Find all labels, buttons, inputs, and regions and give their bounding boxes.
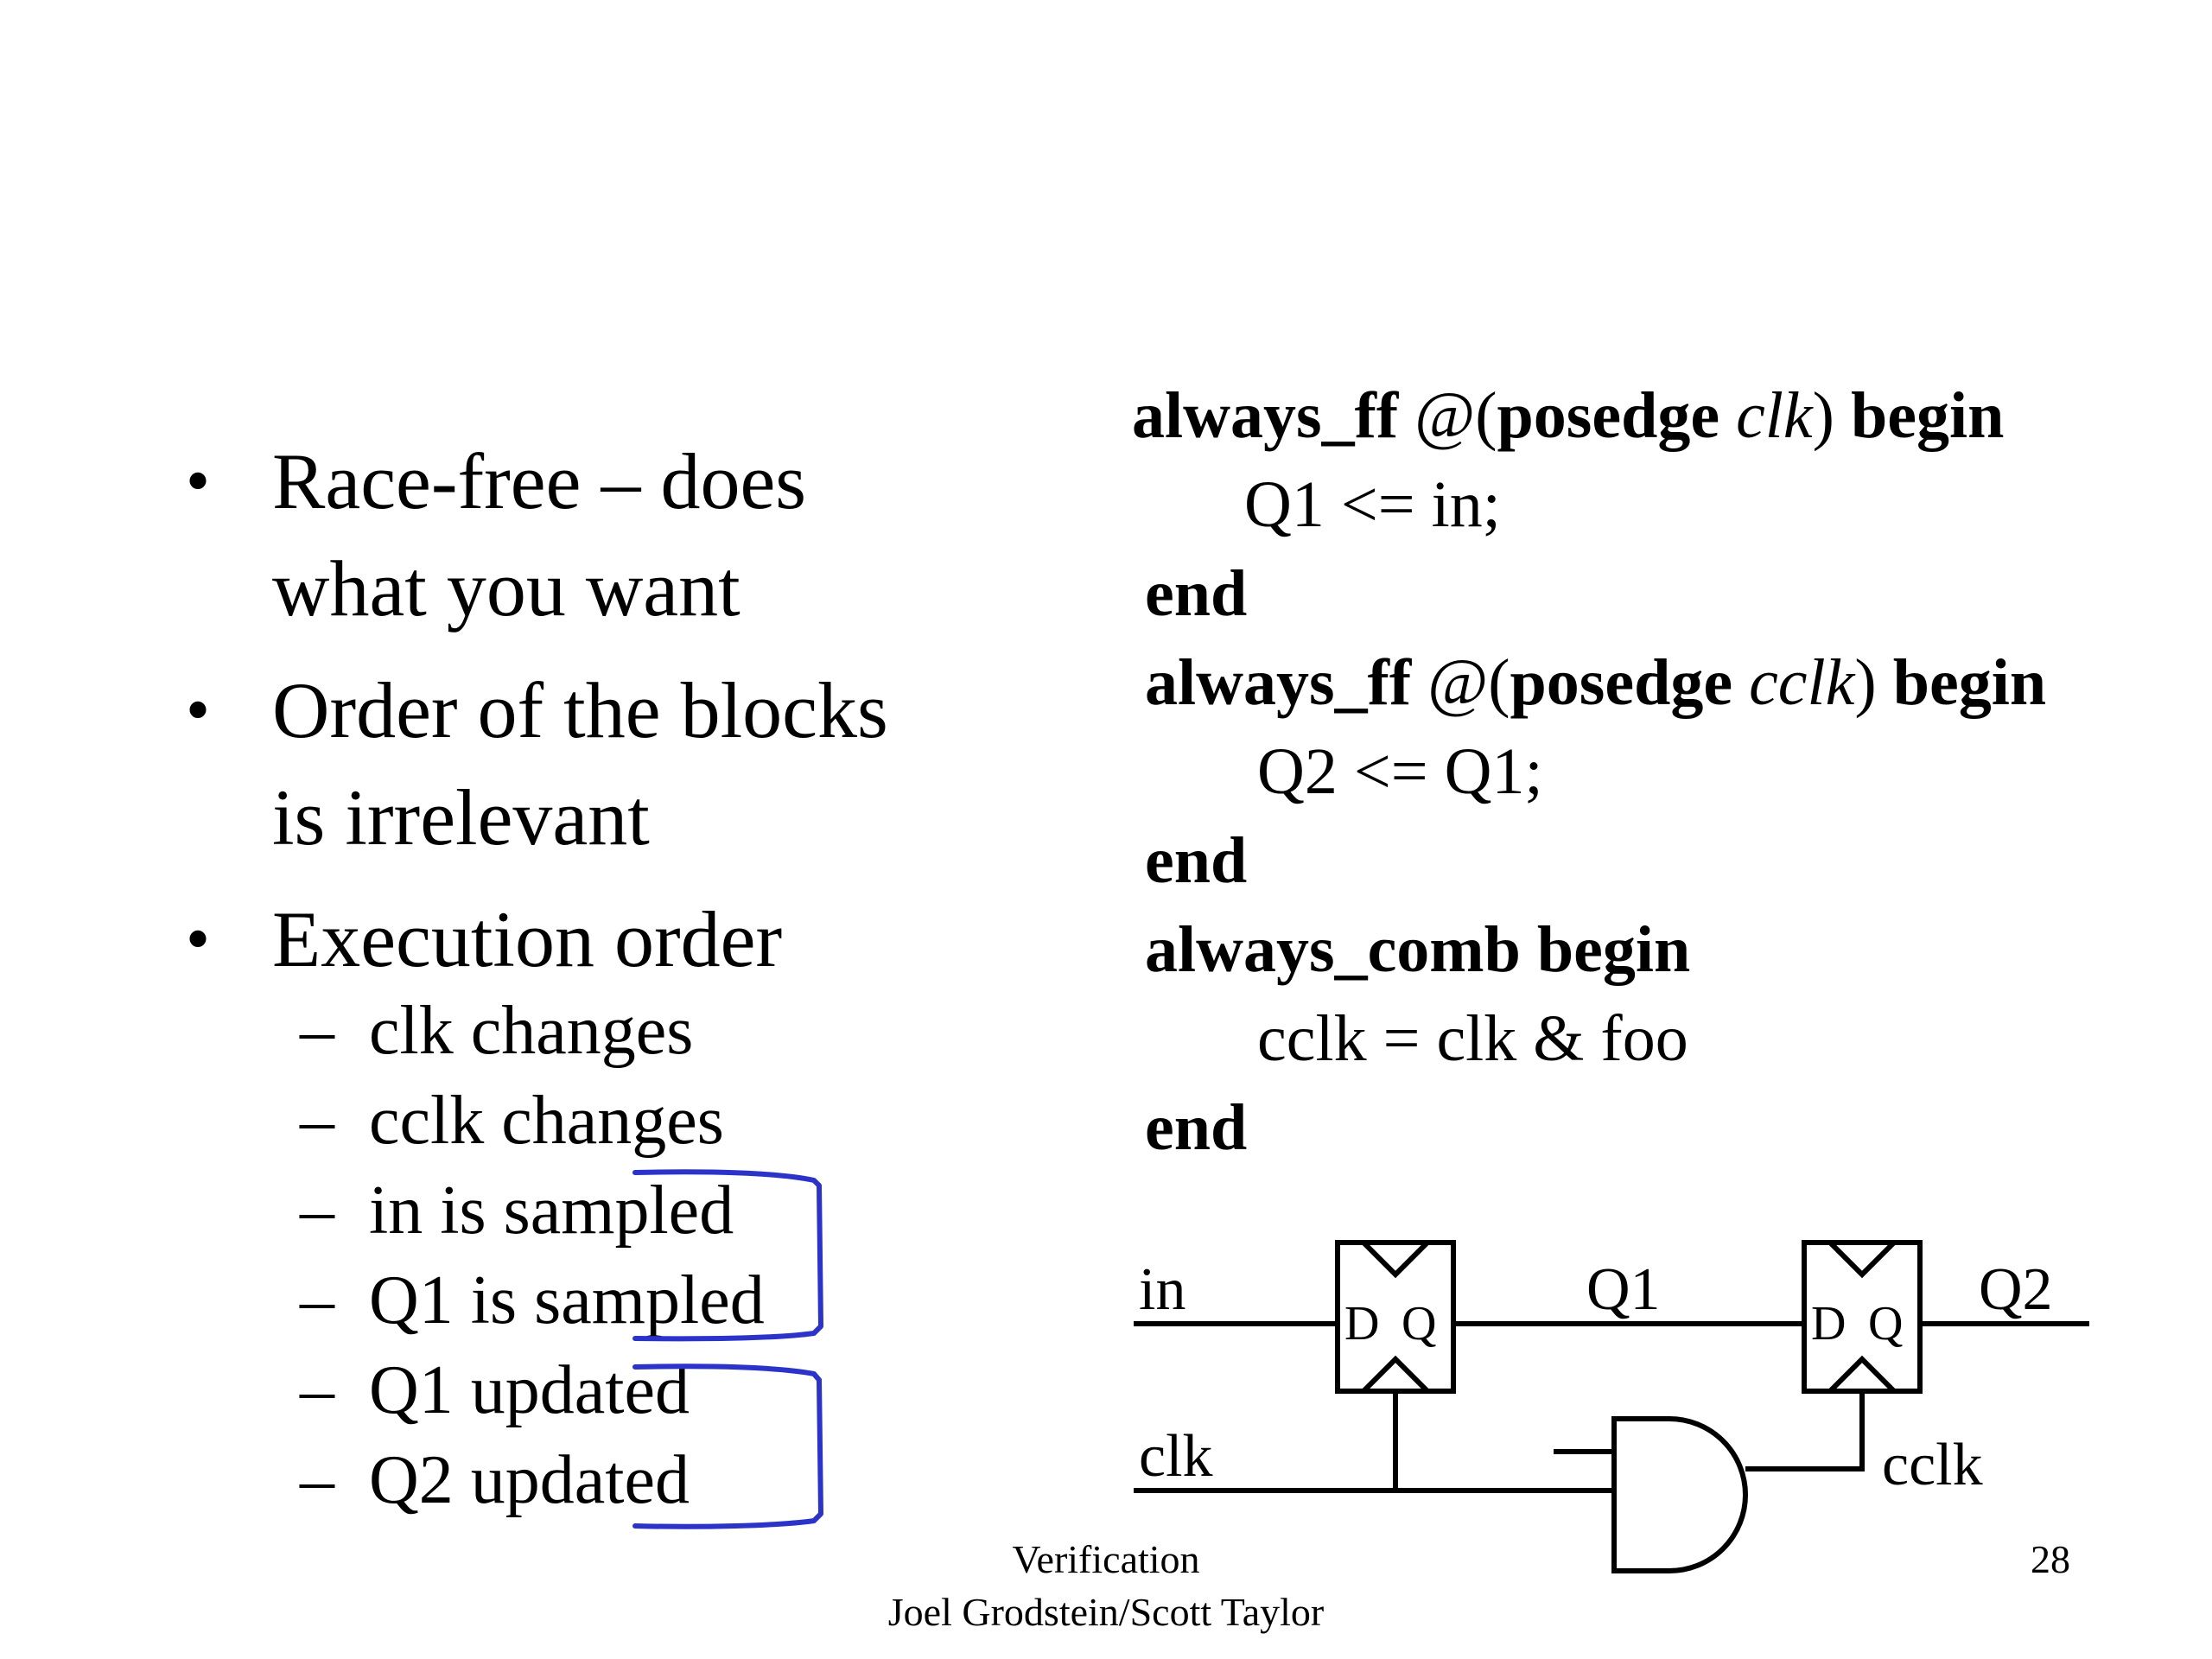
code-keyword: end xyxy=(1145,824,1248,897)
code-text: cclk = clk & foo xyxy=(1257,1002,1688,1075)
q2-label: Q2 xyxy=(1979,1256,2053,1323)
ff1-top-marker xyxy=(1361,1240,1430,1279)
in-label: in xyxy=(1139,1256,1185,1323)
sub-item-text: Q2 updated xyxy=(369,1442,690,1518)
code-line: end xyxy=(1132,817,2203,906)
sub-item: –Q2 updated xyxy=(186,1435,963,1525)
code-text: @( xyxy=(1411,646,1510,719)
sub-dash: – xyxy=(300,1173,334,1249)
code-line: end xyxy=(1132,550,2203,639)
circuit-labels: in clk Q1 Q2 cclk D Q D Q xyxy=(1139,1256,2053,1498)
sub-dash: – xyxy=(300,1083,334,1159)
q1-label: Q1 xyxy=(1586,1256,1661,1323)
code-text: Q1 <= in; xyxy=(1244,468,1501,541)
sub-item: –Q1 is sampled xyxy=(186,1255,963,1345)
code-keyword: begin xyxy=(1850,379,2005,452)
clk-label: clk xyxy=(1139,1423,1213,1490)
sub-dash: – xyxy=(300,1442,334,1518)
ff1-d-label: D xyxy=(1344,1297,1379,1351)
sub-dash: – xyxy=(300,1352,334,1428)
ff1-q-label: Q xyxy=(1402,1297,1436,1351)
annotation-bracket-1 xyxy=(632,1169,823,1342)
footer-title: Verification xyxy=(1012,1537,1200,1581)
code-line: Q2 <= Q1; xyxy=(1132,728,2203,817)
code-keyword: end xyxy=(1145,1091,1248,1164)
code-text: @( xyxy=(1398,379,1497,452)
sub-item-text: in is sampled xyxy=(369,1173,734,1249)
code-keyword: begin xyxy=(1892,646,2047,719)
circuit-diagram xyxy=(1134,1240,2089,1573)
ff2-q-label: Q xyxy=(1868,1297,1903,1351)
sub-dash: – xyxy=(300,993,334,1069)
bullet-race-free: • Race-free – does what you want xyxy=(186,428,963,642)
cclk-wire xyxy=(1745,1391,1865,1471)
code-keyword: posedge xyxy=(1510,646,1733,719)
code-keyword: posedge xyxy=(1497,379,1720,452)
bullet-order-irrelevant: • Order of the blocks is irrelevant xyxy=(186,657,963,871)
bullet-dot: • xyxy=(186,443,211,519)
sub-item: –Q1 updated xyxy=(186,1345,963,1435)
bullet-line: Race-free – does xyxy=(272,437,807,525)
code-line: Q1 <= in; xyxy=(1132,461,2203,550)
sub-item: –cclk changes xyxy=(186,1076,963,1166)
bullet-execution-order: • Execution order –clk changes –cclk cha… xyxy=(186,886,963,1525)
sub-item: –clk changes xyxy=(186,986,963,1076)
page-number: 28 xyxy=(2031,1537,2070,1581)
ff2-top-marker xyxy=(1827,1240,1897,1279)
ff2-clock-marker xyxy=(1827,1355,1897,1394)
sub-list: –clk changes –cclk changes –in is sample… xyxy=(272,986,963,1525)
bullet-dot: • xyxy=(186,901,211,977)
code-signal: clk xyxy=(1719,379,1813,452)
code-block: always_ff @(posedge clk) begin Q1 <= in;… xyxy=(1132,372,2203,1173)
bullet-line: Order of the blocks xyxy=(272,666,888,754)
bullet-dot: • xyxy=(186,672,211,748)
code-keyword: always_ff xyxy=(1132,379,1399,452)
code-keyword: always_ff xyxy=(1145,646,1412,719)
code-text: Q2 <= Q1; xyxy=(1257,735,1543,808)
code-signal: cclk xyxy=(1732,646,1855,719)
annotation-bracket-2 xyxy=(632,1363,823,1529)
code-line: cclk = clk & foo xyxy=(1132,995,2203,1084)
code-line: always_comb begin xyxy=(1132,906,2203,995)
bullet-line: what you want xyxy=(272,544,741,632)
code-keyword: always_comb begin xyxy=(1145,913,1691,986)
code-line: always_ff @(posedge cclk) begin xyxy=(1132,639,2203,728)
bullet-line: Execution order xyxy=(272,895,783,983)
code-text: ) xyxy=(1854,646,1893,719)
ff2-d-label: D xyxy=(1811,1297,1846,1351)
ff1-clock-marker xyxy=(1361,1355,1430,1394)
code-line: always_ff @(posedge clk) begin xyxy=(1132,372,2203,461)
code-text: ) xyxy=(1812,379,1851,452)
footer-authors: Joel Grodstein/Scott Taylor xyxy=(887,1590,1325,1634)
sub-item-text: Q1 is sampled xyxy=(369,1262,765,1338)
cclk-label: cclk xyxy=(1882,1432,1983,1498)
and-gate xyxy=(1611,1416,1748,1573)
bullet-list: • Race-free – does what you want • Order… xyxy=(186,428,963,1525)
code-keyword: end xyxy=(1145,557,1248,630)
sub-item-text: clk changes xyxy=(369,993,694,1069)
sub-item: –in is sampled xyxy=(186,1166,963,1255)
sub-dash: – xyxy=(300,1262,334,1338)
code-line: end xyxy=(1132,1084,2203,1173)
bullet-line: is irrelevant xyxy=(272,773,650,861)
sub-item-text: cclk changes xyxy=(369,1083,724,1159)
